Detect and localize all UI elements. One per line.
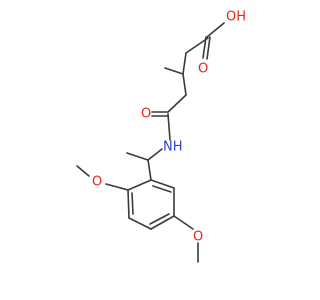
- ring-bond-3-inner: [149, 213, 170, 225]
- bond-acid-c-ch2: [185, 37, 209, 54]
- bond-ch2-amide-c: [167, 94, 187, 113]
- bond-acid-c-o-double-b: [206, 36, 211, 60]
- ring-bond-3: [150, 215, 175, 230]
- bond-amide-c-n: [167, 113, 171, 141]
- amide-nitrogen-label: NH: [163, 140, 183, 155]
- bond-ch-methyl: [164, 67, 184, 75]
- amide-oxygen-label: O: [141, 107, 151, 122]
- ring-bond-6: [127, 179, 152, 191]
- ring-bond-4: [128, 217, 152, 230]
- methoxy-oxygen-lower-label: O: [193, 230, 203, 245]
- carboxyl-oxygen-label: O: [198, 62, 208, 77]
- bond-ring-methoxy-o-upper: [105, 183, 129, 191]
- bond-ch-ch2: [182, 73, 187, 96]
- hydroxyl-label: OH: [226, 10, 246, 25]
- bond-chiral-c-methyl: [126, 152, 149, 161]
- bond-ring-methoxy-o-lower: [173, 215, 194, 230]
- ring-bond-5: [127, 189, 130, 219]
- ring-bond-1-inner: [152, 185, 172, 193]
- bond-ch2-ch: [182, 52, 187, 75]
- bond-n-chiral-c: [147, 148, 163, 161]
- ring-bond-1: [150, 179, 175, 189]
- bond-methoxy-o-ch3-upper: [76, 165, 90, 177]
- bond-chiral-c-ring: [147, 159, 152, 181]
- molecule-structure-diagram: O OH O NH O O: [76, 10, 246, 263]
- methoxy-oxygen-upper-label: O: [92, 175, 102, 190]
- ring-bond-5-inner: [131, 192, 134, 215]
- bond-acid-c-oh: [206, 22, 225, 38]
